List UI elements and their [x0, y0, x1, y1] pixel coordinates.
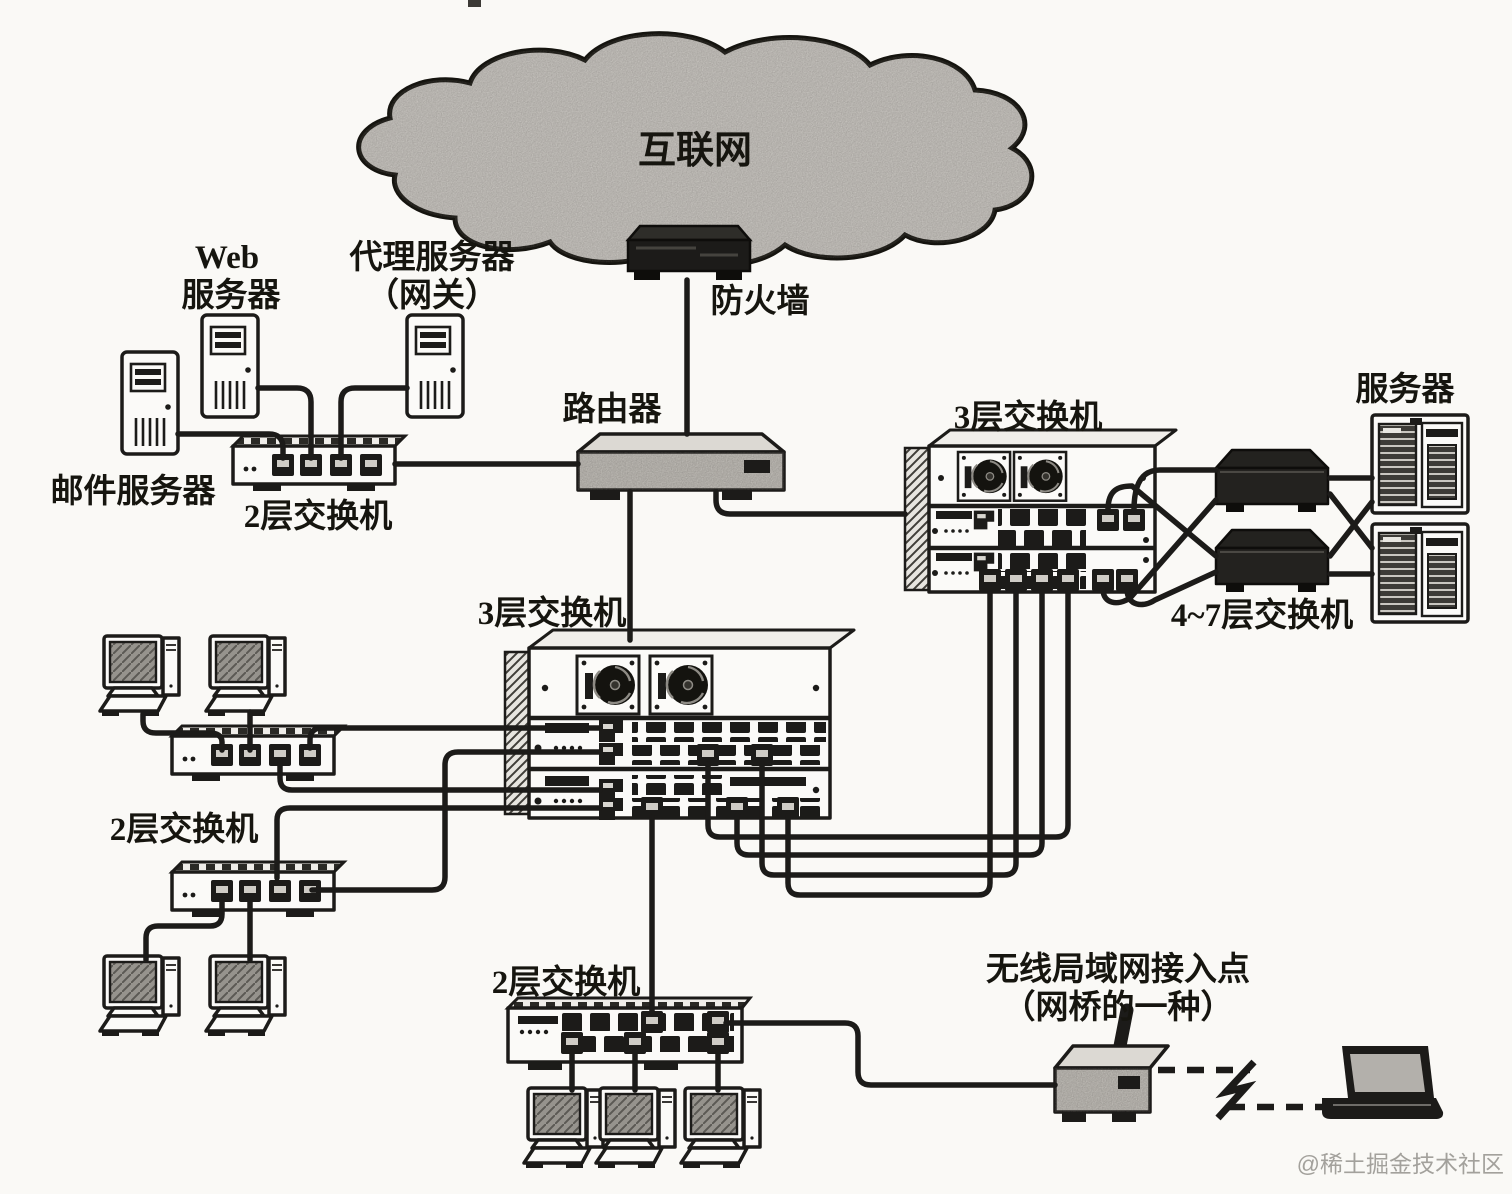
cable [1124, 569, 1219, 608]
l2-switch-top-label: 2层交换机 [244, 497, 393, 535]
desktop-pc [204, 954, 287, 1038]
web-server-label-1: Web [195, 240, 259, 276]
desktop-pc [98, 634, 181, 718]
wireless-dashed-link [1158, 1059, 1322, 1121]
router-label: 路由器 [563, 391, 663, 428]
cable [785, 586, 993, 898]
mail-server-tower [120, 350, 180, 456]
cable [1105, 483, 1219, 559]
cable [309, 749, 603, 893]
cable [1131, 467, 1219, 513]
l2-switch-top [233, 436, 405, 491]
cable [723, 1020, 1058, 1088]
internet-cloud [356, 31, 1035, 269]
proxy-server-tower [405, 313, 465, 419]
rack-server-1 [1370, 413, 1470, 515]
cable [255, 385, 314, 461]
network-cables [140, 277, 1375, 1093]
internet-label: 互联网 [638, 130, 752, 172]
cable [1327, 491, 1375, 551]
desktop-pc [98, 954, 181, 1038]
watermark: @稀土掘金技术社区 [1297, 1151, 1504, 1177]
wireless-access-point [1053, 1003, 1170, 1122]
cable [705, 586, 1071, 840]
firewall-device [625, 224, 753, 280]
desktop-pc [522, 1086, 605, 1170]
cable [140, 711, 225, 753]
lightning-icon [1215, 1059, 1257, 1121]
web-server-label-2: 服务器 [182, 277, 282, 314]
cable [143, 896, 225, 963]
firewall-label: 防火墙 [711, 283, 810, 320]
rack-server-2 [1370, 522, 1470, 624]
l3-switch-right-label: 3层交换机 [954, 398, 1103, 436]
wlan-ap-label-2: （网桥的一种） [1003, 989, 1234, 1026]
cable [277, 759, 603, 793]
l47-switch-1 [1214, 448, 1330, 514]
cable [338, 385, 410, 461]
l3-switch-mid [503, 628, 856, 820]
cable [734, 586, 1045, 858]
cable [759, 586, 1019, 878]
l2-switch-left-label: 2层交换机 [110, 810, 259, 848]
cable [713, 489, 908, 517]
proxy-server-label-1: 代理服务器 [349, 239, 516, 276]
mail-server-label: 邮件服务器 [51, 473, 217, 510]
l2-switch-bottom-label: 2层交换机 [492, 963, 641, 1001]
servers-right-label: 服务器 [1356, 371, 1456, 408]
page-crop-mark [468, 0, 481, 7]
desktop-pc [204, 634, 287, 718]
desktop-pc [594, 1086, 677, 1170]
web-server-tower [200, 313, 260, 419]
l3-switch-right [903, 428, 1178, 594]
router-device [576, 432, 786, 500]
l47-switch-2 [1214, 528, 1330, 594]
l2-switch-bottom [504, 996, 754, 1070]
desktop-pc [679, 1086, 762, 1170]
proxy-server-label-2: （网关） [366, 277, 498, 314]
cable [1327, 499, 1375, 559]
cable [274, 805, 603, 881]
laptop [1322, 1046, 1444, 1119]
cable [175, 431, 286, 461]
wlan-ap-label-1: 无线局域网接入点 [986, 951, 1250, 988]
cable [307, 725, 603, 751]
l47-switch-label: 4~7层交换机 [1171, 596, 1353, 634]
l3-switch-mid-label: 3层交换机 [478, 594, 627, 632]
